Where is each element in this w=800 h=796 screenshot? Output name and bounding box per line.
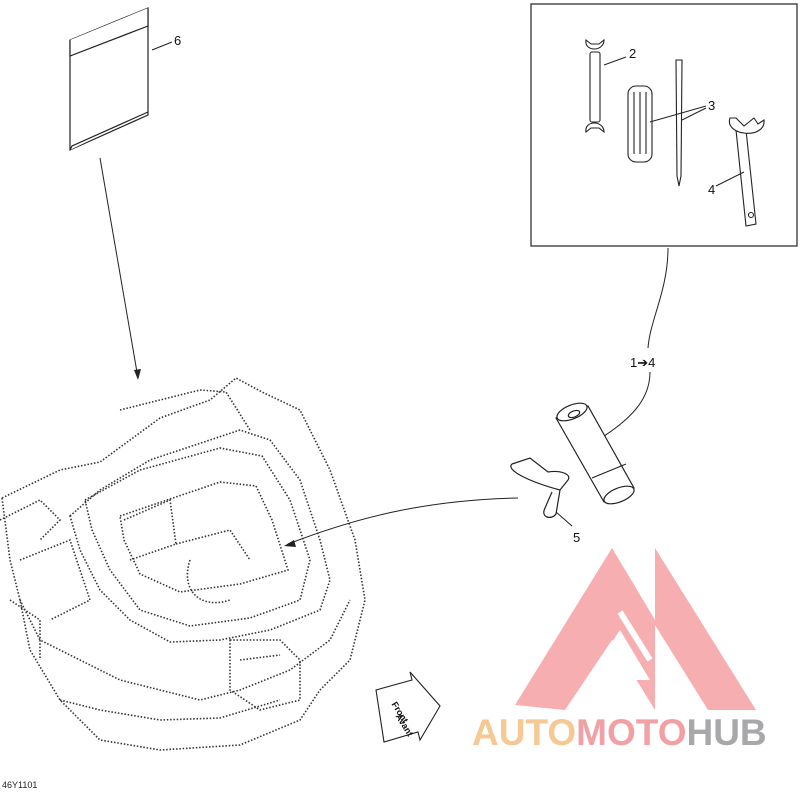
- screwdriver-icon: [627, 59, 683, 187]
- leader-line-4: [715, 171, 745, 187]
- watermark-part-moto: MOTO: [576, 712, 687, 753]
- leader-line-2: [603, 56, 627, 66]
- leader-line-6: [151, 41, 173, 51]
- pouch-arrow-line: [99, 157, 139, 379]
- callout-1to4: 1➔4: [630, 355, 655, 370]
- document-id: 46Y1101: [2, 780, 38, 790]
- watermark-part-hub: HUB: [686, 712, 767, 753]
- leader-line-5: [555, 511, 573, 527]
- leader-line-3b: [681, 107, 707, 121]
- tool-tube-icon: [555, 402, 635, 505]
- arrowhead-icon: [134, 369, 141, 380]
- clip-icon: [510, 457, 570, 518]
- callout-5: 5: [573, 530, 580, 545]
- watermark-logo-icon: [515, 548, 756, 710]
- spanner-icon: [729, 117, 765, 227]
- wrench-icon: [585, 38, 605, 134]
- arrowhead-icon: [284, 540, 296, 547]
- watermark-text: AUTOMOTOHUB: [472, 712, 767, 754]
- callout-4: 4: [708, 182, 715, 197]
- leader-line-3a: [649, 105, 707, 123]
- front-direction-arrow: Front Avant: [375, 671, 441, 743]
- clip-arrow-line: [287, 497, 519, 545]
- leader-line-tube: [597, 371, 651, 441]
- callout-2: 2: [629, 46, 636, 61]
- watermark-part-auto: AUTO: [472, 712, 577, 753]
- leader-line-1to4: [647, 247, 669, 349]
- callout-6: 6: [174, 33, 181, 48]
- tool-kit-box: [530, 3, 798, 247]
- pouch-part-icon: [69, 7, 149, 151]
- callout-3: 3: [708, 98, 715, 113]
- storage-compartment-icon: [0, 377, 366, 751]
